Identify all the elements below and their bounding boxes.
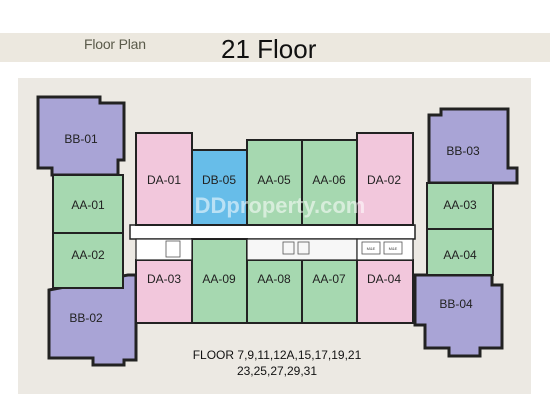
label-aa-09: AA-09 — [202, 272, 236, 286]
unit-aa-06[interactable] — [301, 139, 358, 226]
unit-aa-04[interactable] — [426, 228, 494, 276]
mne-label-1: M&E — [367, 246, 376, 251]
label-aa-07: AA-07 — [312, 272, 346, 286]
stair-core-left — [135, 238, 193, 261]
unit-bb-01[interactable] — [36, 95, 126, 177]
label-bb-02: BB-02 — [69, 311, 103, 325]
label-aa-03: AA-03 — [443, 198, 477, 212]
watermark: DDproperty.com — [195, 193, 366, 218]
unit-aa-08[interactable] — [246, 259, 303, 324]
label-da-02: DA-02 — [367, 173, 401, 187]
unit-da-03[interactable] — [135, 259, 193, 324]
label-aa-06: AA-06 — [312, 173, 346, 187]
unit-db-05[interactable] — [191, 149, 248, 226]
unit-da-01[interactable] — [135, 132, 193, 226]
label-da-01: DA-01 — [147, 173, 181, 187]
corridor — [129, 224, 416, 240]
lift-icon-1 — [282, 241, 295, 255]
unit-aa-05[interactable] — [246, 139, 303, 226]
label-bb-01: BB-01 — [64, 132, 98, 146]
mne-room-right — [356, 238, 414, 261]
unit-aa-02[interactable] — [52, 232, 124, 289]
label-db-05: DB-05 — [202, 173, 236, 187]
label-aa-08: AA-08 — [257, 272, 291, 286]
lift-icon-2 — [297, 241, 310, 255]
mne-room-1 — [361, 241, 381, 255]
unit-bb-02[interactable] — [47, 273, 138, 367]
stair-icon-left — [165, 240, 181, 258]
label-aa-02: AA-02 — [71, 248, 105, 262]
label-aa-01: AA-01 — [71, 198, 105, 212]
label-da-03: DA-03 — [147, 272, 181, 286]
mne-room-2 — [383, 241, 403, 255]
unit-aa-07[interactable] — [301, 259, 358, 324]
label-aa-04: AA-04 — [443, 248, 477, 262]
page-title: 21 Floor — [221, 34, 317, 64]
label-bb-04: BB-04 — [439, 297, 473, 311]
unit-da-04[interactable] — [356, 259, 414, 324]
floor-plan-label: Floor Plan — [84, 36, 146, 52]
unit-bb-04[interactable] — [413, 273, 504, 358]
label-bb-03: BB-03 — [446, 144, 480, 158]
label-da-04: DA-04 — [367, 272, 401, 286]
mne-label-2: M&E — [389, 246, 398, 251]
unit-aa-03[interactable] — [426, 182, 494, 230]
label-aa-05: AA-05 — [257, 173, 291, 187]
floors-caption-line1: FLOOR 7,9,11,12A,15,17,19,21 — [193, 348, 362, 362]
unit-da-02[interactable] — [356, 132, 414, 226]
header-band — [0, 33, 550, 62]
floors-caption-line2: 23,25,27,29,31 — [237, 364, 317, 378]
